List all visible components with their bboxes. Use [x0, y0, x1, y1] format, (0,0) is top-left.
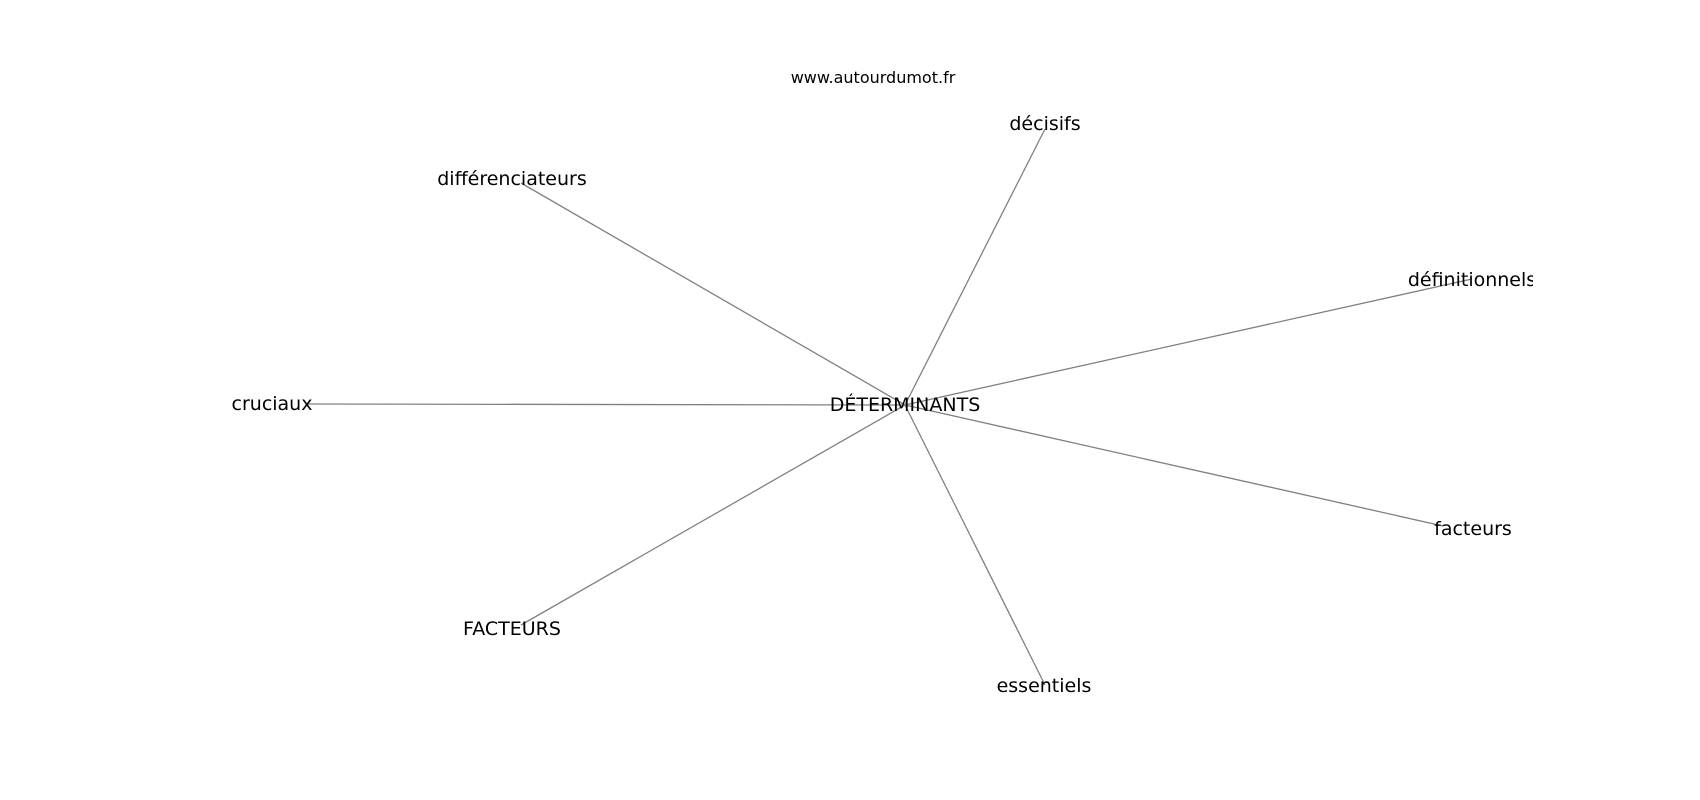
- site-url-label: www.autourdumot.fr: [791, 68, 956, 87]
- edge-essentiels: [904, 404, 1046, 686]
- node-label-essentiels[interactable]: essentiels: [997, 675, 1092, 697]
- node-label-cruciaux[interactable]: cruciaux: [232, 393, 313, 415]
- node-label-definitionnels[interactable]: définitionnels: [1408, 269, 1536, 291]
- edge-definitionnels: [904, 278, 1473, 406]
- edge-facteurs-lower: [904, 404, 1444, 527]
- node-label-facteurs-upper[interactable]: FACTEURS: [463, 618, 561, 640]
- node-label-facteurs-lower[interactable]: facteurs: [1434, 518, 1512, 540]
- node-label-differenciateurs[interactable]: différenciateurs: [437, 168, 587, 190]
- edge-cruciaux: [306, 403, 906, 406]
- edge-differenciateurs: [520, 182, 906, 406]
- edge-facteurs-upper: [520, 404, 906, 626]
- node-label-decisifs[interactable]: décisifs: [1009, 113, 1080, 135]
- edge-decisifs: [904, 128, 1046, 406]
- center-node-label[interactable]: DÉTERMINANTS: [830, 393, 981, 416]
